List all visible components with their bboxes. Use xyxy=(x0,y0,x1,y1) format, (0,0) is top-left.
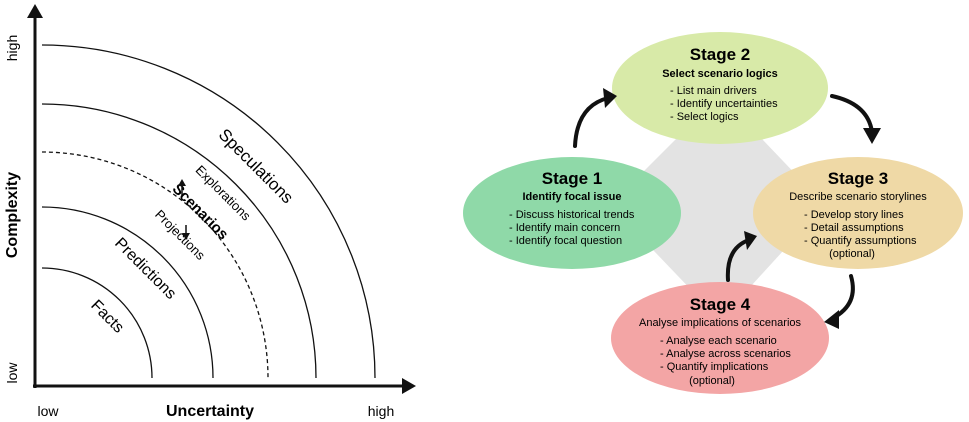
x-axis-arrowhead xyxy=(402,378,416,394)
arc-scenarios-dashed xyxy=(41,151,269,379)
arrow-stage3-to-stage4-head xyxy=(824,310,839,329)
arc-speculations xyxy=(41,44,376,379)
arrow-down-head xyxy=(182,233,190,240)
stage4-subtitle: Analyse implications of scenarios xyxy=(639,317,802,329)
arrow-stage3-to-stage4 xyxy=(831,274,855,320)
stage4-item-1: - Analyse each scenario xyxy=(660,335,777,347)
y-high-label: high xyxy=(4,35,20,61)
y-axis-arrowhead xyxy=(27,4,43,18)
stage4-item-4: (optional) xyxy=(689,375,735,387)
stage3-item-2: - Detail assumptions xyxy=(804,222,904,234)
arrow-stage1-to-stage2-head xyxy=(603,88,617,108)
stage2-ellipse xyxy=(612,32,828,144)
arrow-stage1-to-stage2 xyxy=(573,96,610,148)
x-high-label: high xyxy=(368,403,394,419)
stage1-subtitle: Identify focal issue xyxy=(522,191,621,203)
stage3-item-1: - Develop story lines xyxy=(804,209,904,221)
stage2-item-2: - Identify uncertainties xyxy=(670,98,778,110)
arc-facts xyxy=(41,267,153,379)
arrow-up-head xyxy=(178,179,186,186)
scenario-stages-diagram: Stage 2 Select scenario logics - List ma… xyxy=(463,32,963,394)
stage3-ellipse xyxy=(753,157,963,269)
arc-scenarios-outer xyxy=(41,103,317,379)
x-low-label: low xyxy=(37,403,59,419)
stage3-item-4: (optional) xyxy=(829,248,875,260)
stage4-item-2: - Analyse across scenarios xyxy=(660,348,791,360)
arc-predictions xyxy=(41,206,214,379)
stage4-title: Stage 4 xyxy=(690,295,751,314)
stage2-subtitle: Select scenario logics xyxy=(662,68,778,80)
stage1-item-2: - Identify main concern xyxy=(509,222,620,234)
stage3-title: Stage 3 xyxy=(828,169,888,188)
arrow-stage4-to-stage3-head xyxy=(744,231,757,250)
band-facts: Facts xyxy=(87,297,127,337)
stage2-item-1: - List main drivers xyxy=(670,85,757,97)
arrow-stage2-to-stage3 xyxy=(830,94,874,134)
stage1-item-1: - Discuss historical trends xyxy=(509,209,635,221)
band-predictions: Predictions xyxy=(111,235,179,303)
stage1-title: Stage 1 xyxy=(542,169,602,188)
x-axis-label: Uncertainty xyxy=(166,403,254,420)
stage4-item-3: - Quantify implications xyxy=(660,361,769,373)
arrow-stage4-to-stage3 xyxy=(725,238,751,282)
stage3-item-3: - Quantify assumptions xyxy=(804,235,917,247)
center-diamond xyxy=(610,95,825,320)
stage4-ellipse xyxy=(611,282,829,394)
stage2-item-3: - Select logics xyxy=(670,111,739,123)
stage1-item-3: - Identify focal question xyxy=(509,235,622,247)
y-low-label: low xyxy=(4,362,20,384)
stage2-title: Stage 2 xyxy=(690,45,750,64)
stage1-ellipse xyxy=(463,157,681,269)
arrow-stage2-to-stage3-head xyxy=(863,128,881,144)
y-axis-label: Complexity xyxy=(4,172,21,258)
complexity-uncertainty-diagram: Complexity high low Uncertainty low high… xyxy=(4,4,416,420)
stage3-subtitle: Describe scenario storylines xyxy=(789,191,927,203)
